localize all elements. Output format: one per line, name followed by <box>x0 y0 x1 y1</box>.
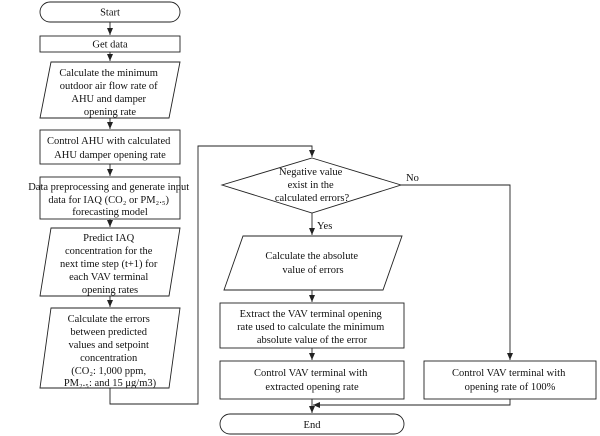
node-preprocess-label: Data preprocessing and generate input da… <box>28 182 192 218</box>
node-negative-check: Negative value exist in the calculated e… <box>220 157 403 214</box>
node-predict-label: Predict IAQ concentration for the next t… <box>60 233 160 296</box>
edge-control-100-to-end <box>313 399 511 408</box>
node-get-data: Get data <box>39 35 181 53</box>
node-negative-check-label: Negative value exist in the calculated e… <box>275 167 350 204</box>
node-control-100: Control VAV terminal with opening rate o… <box>423 360 597 400</box>
node-start-label: Start <box>100 8 120 19</box>
node-extract: Extract the VAV terminal opening rate us… <box>219 302 405 349</box>
node-end: End <box>219 413 405 435</box>
node-predict: Predict IAQ concentration for the next t… <box>39 227 181 297</box>
node-calc-abs: Calculate the absolute value of errors <box>223 235 403 291</box>
node-control-100-label: Control VAV terminal with opening rate o… <box>452 368 568 393</box>
node-control-extracted-label: Control VAV terminal with extracted open… <box>254 368 370 393</box>
node-control-ahu-label: Control AHU with calculated AHU damper o… <box>47 136 173 161</box>
node-calc-errors-label: Calculate the errors between predicted v… <box>64 314 157 389</box>
edge-label-yes: Yes <box>317 221 332 232</box>
node-calc-abs-label: Calculate the absolute value of errors <box>265 251 360 276</box>
node-calc-min-flow-label: Calculate the minimum outdoor air flow r… <box>59 68 160 118</box>
node-control-ahu: Control AHU with calculated AHU damper o… <box>39 129 181 165</box>
node-end-label: End <box>304 420 322 431</box>
node-calc-errors: Calculate the errors between predicted v… <box>39 307 181 389</box>
edge-calc-errors-to-decision <box>109 145 315 405</box>
node-control-extracted: Control VAV terminal with extracted open… <box>219 360 405 400</box>
node-start: Start <box>39 1 181 23</box>
node-extract-label: Extract the VAV terminal opening rate us… <box>237 309 387 346</box>
node-get-data-label: Get data <box>92 40 128 51</box>
edge-label-no: No <box>406 173 419 184</box>
edge-decision-no <box>401 184 513 360</box>
node-calc-min-flow: Calculate the minimum outdoor air flow r… <box>39 61 181 119</box>
node-preprocess: Data preprocessing and generate input da… <box>28 176 192 220</box>
